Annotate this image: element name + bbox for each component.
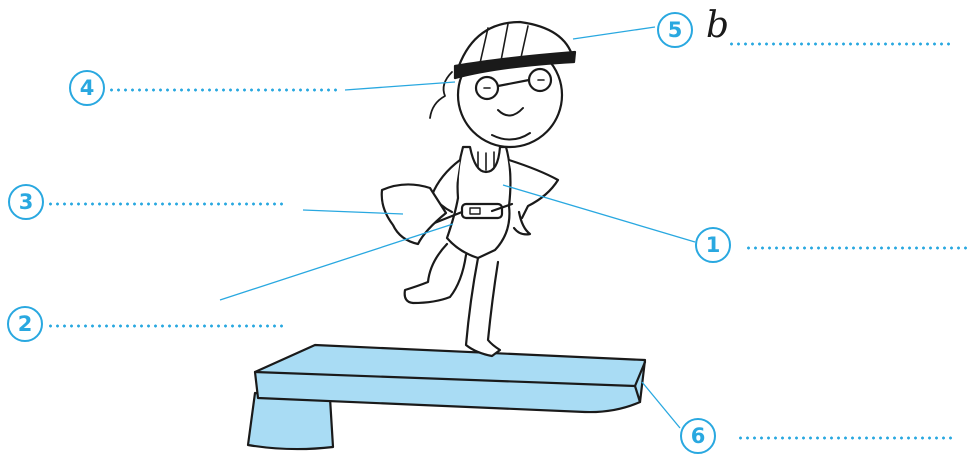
label-number-4: 4 [69,70,105,106]
label-number-1: 1 [695,227,731,263]
answer-line-4 [108,88,340,92]
diving-board [248,345,645,449]
label-answer-5[interactable]: b [706,8,729,44]
nose-clip [462,204,502,218]
answer-line-2 [47,324,286,328]
label-number-6: 6 [680,418,716,454]
label-number-3: 3 [8,184,44,220]
answer-line-1 [745,246,971,250]
bent-leg [405,244,466,303]
answer-line-5 [728,42,950,46]
answer-line-6 [737,436,955,440]
standing-leg [466,258,500,356]
label-number-5: 5 [657,12,693,48]
answer-line-3 [47,202,284,206]
label-number-2: 2 [7,306,43,342]
